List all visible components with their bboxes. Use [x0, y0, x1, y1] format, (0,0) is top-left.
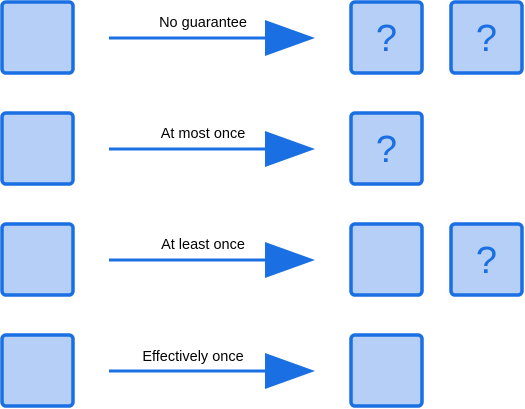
arrow-head — [265, 353, 315, 389]
received-message-box — [349, 333, 424, 408]
arrow-head — [265, 242, 315, 278]
row-no-guarantee: No guarantee ? ? — [0, 0, 524, 75]
received-message-box — [449, 222, 524, 297]
received-message-box — [449, 0, 524, 75]
arrow-head — [265, 20, 315, 56]
sent-message-box — [0, 333, 75, 408]
arrow-label: No guarantee — [159, 15, 247, 31]
row-effectively-once: Effectively once — [0, 333, 424, 408]
question-mark: ? — [476, 18, 497, 60]
received-message-box — [349, 0, 424, 75]
sent-message-box — [0, 222, 75, 297]
arrow-label: At least once — [161, 237, 245, 253]
sent-message-box — [0, 111, 75, 186]
question-mark: ? — [476, 240, 497, 282]
arrow-label: At most once — [161, 126, 246, 142]
row-at-least-once: At least once ? — [0, 222, 524, 297]
received-message-box — [349, 111, 424, 186]
arrow-label: Effectively once — [142, 349, 243, 365]
question-mark: ? — [376, 129, 397, 171]
sent-message-box — [0, 0, 75, 75]
arrow-head — [265, 131, 315, 167]
question-mark: ? — [376, 18, 397, 60]
received-message-box — [349, 222, 424, 297]
row-at-most-once: At most once ? — [0, 111, 424, 186]
